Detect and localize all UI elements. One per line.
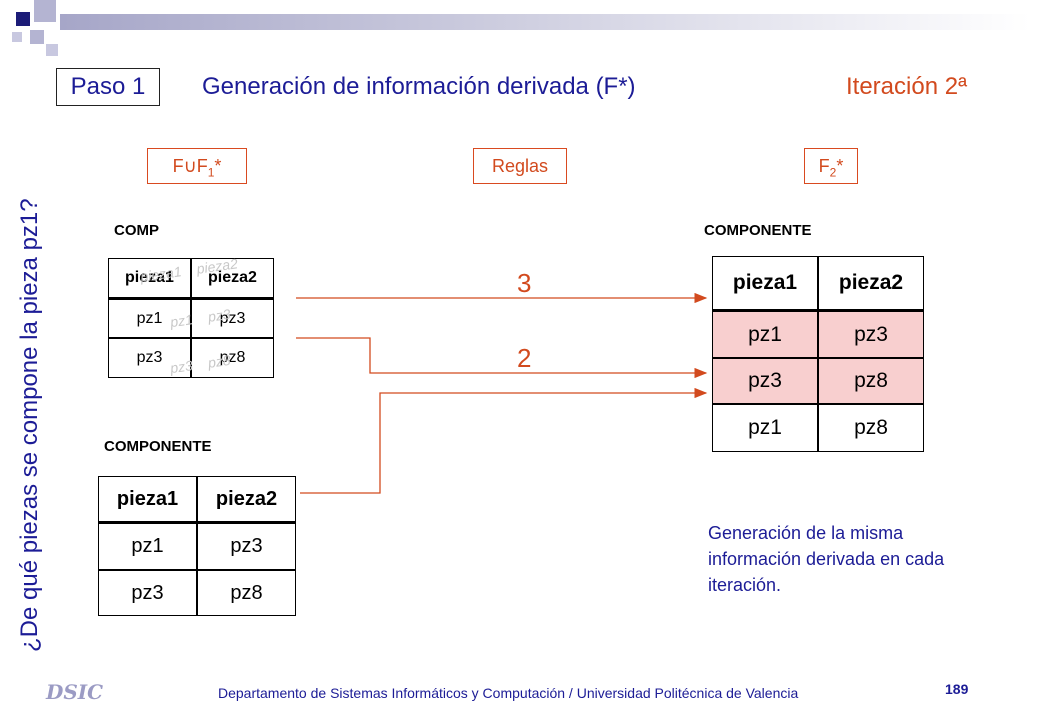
arrow-comp-row-to-result (296, 337, 708, 379)
table-cell: pz3 (108, 338, 191, 378)
table-header-row: pieza1 pieza2 (712, 256, 924, 310)
comp-table: pieza1 pieza2 pz1 pz3 pz3 pz8 (108, 258, 274, 378)
explanation-note: Generación de la misma información deriv… (708, 523, 945, 595)
table-cell: pz3 (818, 310, 924, 358)
table-cell: pz8 (191, 338, 274, 378)
iteration-label: Iteración 2ª (846, 73, 967, 100)
table-cell: pz3 (191, 298, 274, 338)
label-reglas-text: Reglas (491, 156, 549, 176)
table-row-highlighted: pz1 pz3 (712, 310, 924, 358)
rule-number-b: 2 (517, 343, 532, 373)
componente-left-table: pieza1 pieza2 pz1 pz3 pz3 pz8 (98, 476, 296, 616)
step-label: Paso 1 (70, 73, 146, 100)
table-row: pz3 pz8 (108, 338, 274, 378)
componente-right-table: pieza1 pieza2 pz1 pz3 pz3 pz8 pz1 pz8 (712, 256, 924, 452)
top-gradient-bar (60, 14, 1030, 30)
deco-square-light (46, 44, 58, 56)
table-cell: pz3 (197, 522, 296, 570)
label-reglas: Reglas (473, 148, 567, 184)
label-f2: F2* (804, 148, 858, 184)
table-cell: pz1 (712, 310, 818, 358)
page-title: Generación de información derivada (F*) (202, 73, 636, 100)
table-cell: pz3 (98, 570, 197, 616)
table-row: pz3 pz8 (98, 570, 296, 616)
table-cell: pz1 (98, 522, 197, 570)
rule-number-a: 3 (517, 268, 532, 298)
label-sub-1: 1 (207, 165, 215, 180)
table-name-comp: COMP (114, 222, 159, 239)
table-row-highlighted: pz3 pz8 (712, 358, 924, 404)
label-star: * (214, 156, 222, 176)
header-cell: pieza1 (712, 256, 818, 310)
deco-square-light (34, 0, 56, 22)
table-cell: pz1 (108, 298, 191, 338)
label-f-union-f1: F∪F1* (147, 148, 247, 184)
label-f: F (818, 156, 830, 176)
deco-square-light (12, 32, 22, 42)
table-header-row: pieza1 pieza2 (108, 258, 274, 298)
table-name-componente-left: COMPONENTE (104, 438, 212, 455)
label-union-f: ∪F (183, 156, 208, 176)
header-cell: pieza2 (197, 476, 296, 522)
footer-text: Departamento de Sistemas Informáticos y … (218, 685, 799, 701)
table-header-row: pieza1 pieza2 (98, 476, 296, 522)
label-f: F (172, 156, 184, 176)
deco-square-light (30, 30, 44, 44)
table-cell: pz3 (712, 358, 818, 404)
table-row: pz1 pz3 (98, 522, 296, 570)
table-cell: pz8 (818, 358, 924, 404)
table-name-componente-right: COMPONENTE (704, 222, 812, 239)
arrow-componente-to-result (300, 387, 708, 494)
table-row: pz1 pz3 (108, 298, 274, 338)
dsic-logo: DSIC (46, 680, 104, 704)
step-box: Paso 1 (56, 68, 160, 106)
header-cell: pieza1 (98, 476, 197, 522)
header-cell: pieza2 (191, 258, 274, 298)
table-cell: pz8 (197, 570, 296, 616)
deco-square-dark (16, 12, 30, 26)
header-cell: pieza2 (818, 256, 924, 310)
table-cell: pz1 (712, 404, 818, 452)
page-number: 189 (945, 681, 969, 697)
table-row: pz1 pz8 (712, 404, 924, 452)
label-sub-2: 2 (829, 165, 837, 180)
table-cell: pz8 (818, 404, 924, 452)
label-star: * (836, 156, 844, 176)
header-cell: pieza1 (108, 258, 191, 298)
